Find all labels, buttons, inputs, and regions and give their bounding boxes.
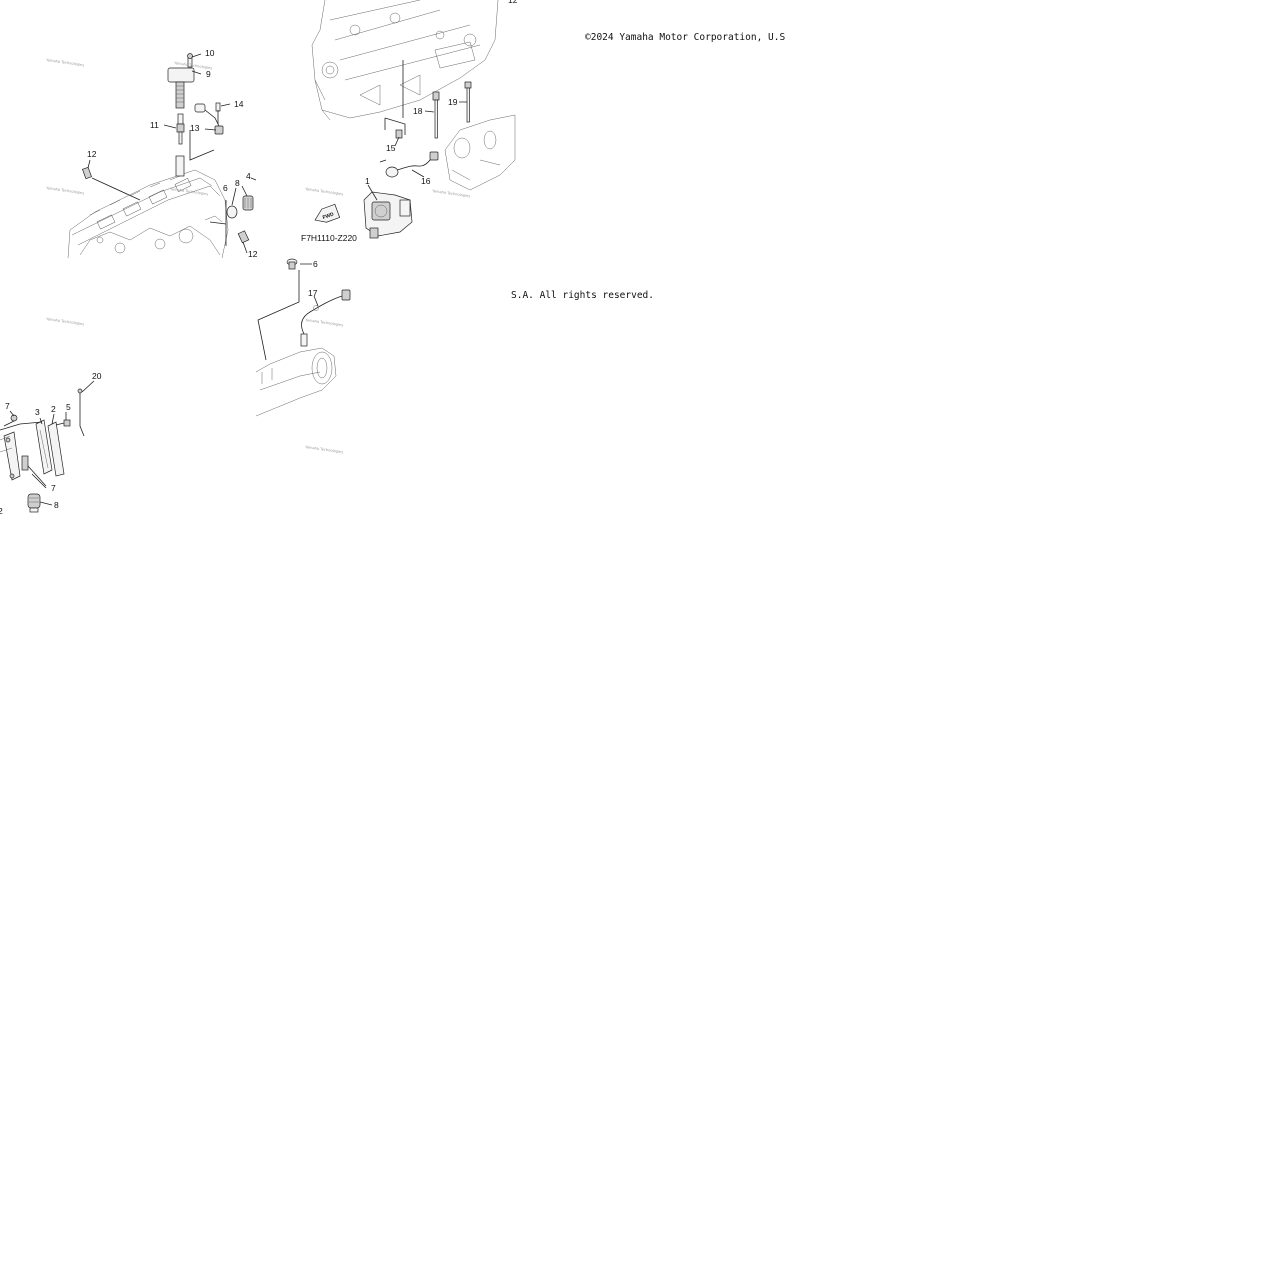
- copyright-line-2: S.A. All rights reserved.: [511, 290, 654, 301]
- callout-8: 8: [235, 178, 240, 188]
- callout-6: 6: [223, 183, 228, 193]
- bolt-7-lower: [21, 455, 47, 487]
- svg-text:Yamaha Technologies: Yamaha Technologies: [46, 317, 85, 326]
- fwd-label: FWD: [322, 211, 335, 221]
- bolt-7-top: [3, 414, 18, 427]
- bolt-18: [432, 91, 440, 139]
- tile-crankcase: FWD F7H1110-Z220 Yamaha Technologies Yam…: [301, 0, 516, 243]
- callout-20: 20: [92, 371, 102, 381]
- callout-7: 7: [51, 483, 56, 493]
- drawing-code: F7H1110-Z220: [301, 233, 357, 243]
- callout-18: 18: [413, 106, 423, 116]
- callout-12: 12: [248, 249, 258, 259]
- svg-text:Yamaha Technologies: Yamaha Technologies: [305, 318, 344, 327]
- plate-2: [47, 421, 65, 477]
- seal-plug-group: [209, 195, 254, 246]
- tile-brackets: Yamaha Technologies 20 7 3 2 5 7 8 2 12: [0, 0, 518, 516]
- callout-5: 5: [66, 402, 71, 412]
- callout-10: 10: [205, 48, 215, 58]
- bracket-assembly: [0, 421, 43, 481]
- callout-9: 9: [206, 69, 211, 79]
- callout-14: 14: [234, 99, 244, 109]
- callout-6: 6: [313, 259, 318, 269]
- callout-2: 2: [51, 404, 56, 414]
- svg-text:Yamaha Technologies: Yamaha Technologies: [174, 61, 213, 70]
- spark-plug: [175, 113, 185, 177]
- temp-sensor-a: [82, 166, 92, 180]
- callout-13: 13: [190, 123, 200, 133]
- gasket-6: [286, 258, 298, 270]
- callout-16: 16: [421, 176, 431, 186]
- exhaust-pipe-illustration: [255, 347, 337, 417]
- callout-8: 8: [54, 500, 59, 510]
- damper-8: [27, 493, 41, 513]
- callout-7: 7: [5, 401, 10, 411]
- callout-2: 2: [0, 506, 3, 516]
- callout-17: 17: [308, 288, 318, 298]
- rod-20: [77, 388, 85, 437]
- bolt-19: [464, 81, 472, 123]
- exhaust-manifold-illustration: [444, 114, 516, 191]
- tile-exhaust: Yamaha Technologies Yamaha Technologies …: [255, 258, 351, 454]
- callout-1: 1: [365, 176, 370, 186]
- svg-text:Yamaha Technologies: Yamaha Technologies: [305, 445, 344, 454]
- cylinder-head-illustration: [67, 169, 229, 259]
- copyright-line-1: ©2024 Yamaha Motor Corporation, U.S: [585, 32, 786, 43]
- harness-16: [379, 151, 439, 178]
- callout-11: 11: [150, 120, 159, 130]
- callout-4: 4: [246, 171, 251, 181]
- cam-sensor: [194, 102, 224, 135]
- svg-text:Yamaha Technologies: Yamaha Technologies: [432, 189, 471, 198]
- svg-text:Yamaha Technologies: Yamaha Technologies: [170, 187, 209, 196]
- crankcase-illustration: [311, 0, 499, 121]
- svg-text:Yamaha Technologies: Yamaha Technologies: [46, 186, 85, 195]
- callout-12: 12: [87, 149, 97, 159]
- bolt-5: [55, 419, 71, 427]
- callout-19: 19: [448, 97, 458, 107]
- fwd-arrow: FWD: [314, 203, 341, 223]
- tile-ignition: Yamaha Technologies Yamaha Technologies …: [46, 48, 258, 259]
- callout-3: 3: [35, 407, 40, 417]
- o2-sensor: [300, 289, 351, 347]
- throttle-body: [363, 191, 413, 239]
- svg-text:Yamaha Technologies: Yamaha Technologies: [46, 58, 85, 67]
- callout-15: 15: [386, 143, 396, 153]
- ignition-coil: [167, 53, 195, 109]
- callout-12: 12: [508, 0, 518, 5]
- sensor-15: [384, 117, 406, 139]
- svg-text:Yamaha Technologies: Yamaha Technologies: [305, 187, 344, 196]
